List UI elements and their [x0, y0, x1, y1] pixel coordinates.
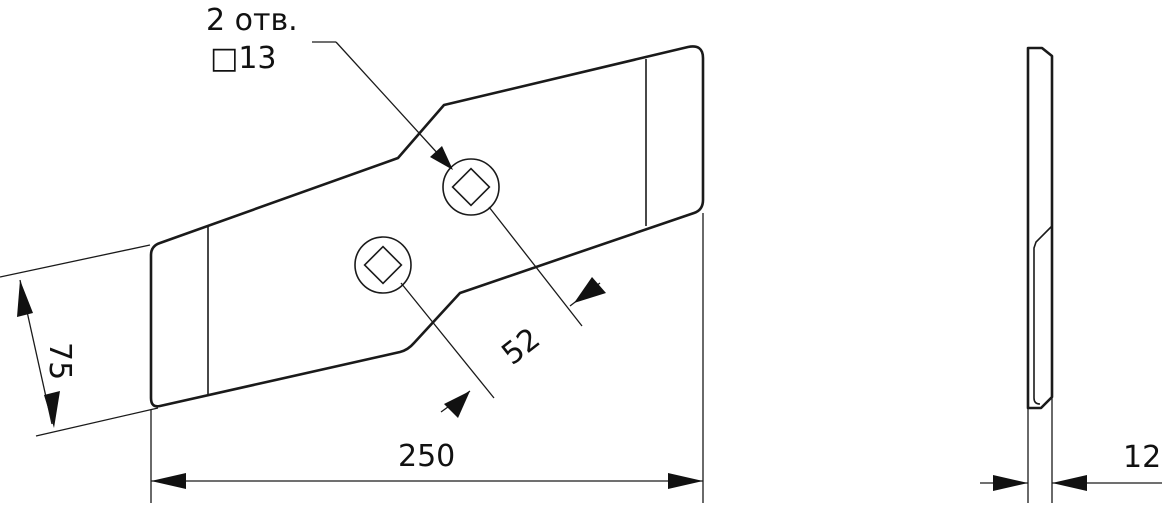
- dimension-250-label: 250: [398, 439, 455, 474]
- blade-outline: [149, 45, 705, 408]
- blade-side-view: [1026, 46, 1054, 503]
- dimension-75-label: 75: [42, 342, 77, 380]
- mounting-hole-upper: [442, 158, 500, 216]
- dimension-12-label: 12: [1123, 440, 1161, 475]
- side-bevel-line: [1033, 225, 1053, 405]
- callout-arrowhead: [430, 146, 453, 170]
- mounting-hole-lower: [354, 236, 412, 294]
- dimension-thickness: 12: [980, 440, 1162, 491]
- side-outline: [1026, 46, 1054, 410]
- hole-callout: 2 отв. □13: [206, 3, 453, 170]
- dimension-height: 75: [0, 244, 159, 437]
- dimension-52-label: 52: [495, 321, 547, 372]
- blade-front-view: [149, 45, 705, 408]
- callout-hole-size: □13: [210, 41, 277, 76]
- callout-hole-count: 2 отв.: [206, 3, 298, 38]
- dimension-width: 250: [150, 213, 704, 503]
